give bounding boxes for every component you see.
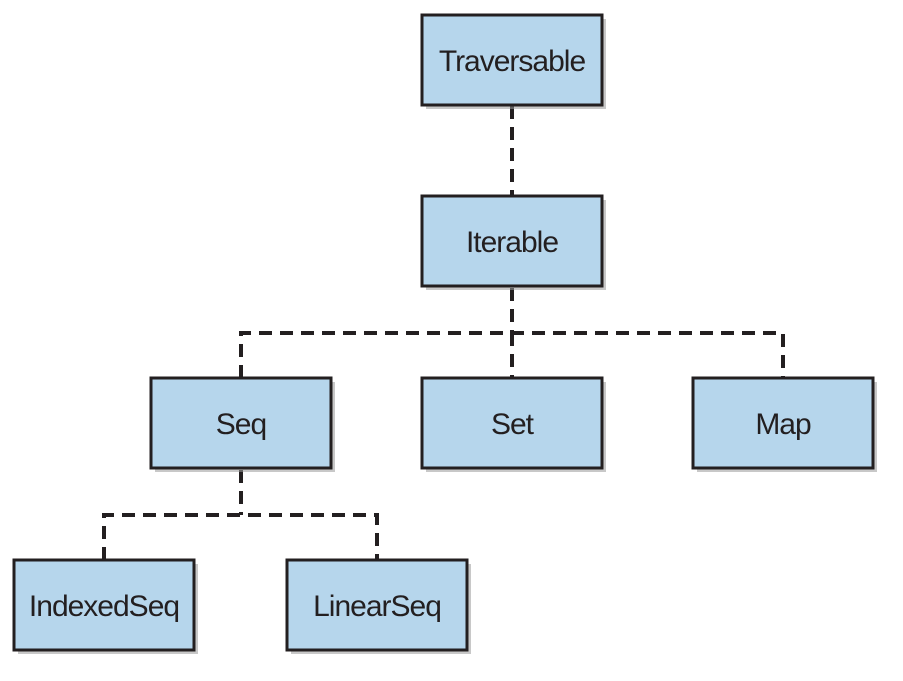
node-box xyxy=(691,376,875,470)
node-box xyxy=(12,558,196,652)
node-box xyxy=(149,376,333,470)
node-label-indexedseq: IndexedSeq xyxy=(29,590,179,623)
node-set: Set xyxy=(420,376,606,472)
node-linearseq: LinearSeq xyxy=(285,558,471,654)
node-box xyxy=(420,376,604,470)
node-label-seq: Seq xyxy=(216,408,266,441)
node-label-linearseq: LinearSeq xyxy=(313,590,441,623)
node-box xyxy=(420,13,604,107)
node-iterable: Iterable xyxy=(420,194,606,290)
node-traversable: Traversable xyxy=(420,13,606,109)
node-label-map: Map xyxy=(755,408,811,441)
node-box xyxy=(420,194,604,288)
node-seq: Seq xyxy=(149,376,335,472)
node-indexedseq: IndexedSeq xyxy=(12,558,198,654)
connectors xyxy=(102,106,785,560)
edge-branch-indexedseq-linearseq xyxy=(102,513,379,560)
node-label-traversable: Traversable xyxy=(439,45,586,78)
node-label-iterable: Iterable xyxy=(466,226,558,259)
node-map: Map xyxy=(691,376,877,472)
node-label-set: Set xyxy=(491,408,535,441)
node-box xyxy=(285,558,469,652)
